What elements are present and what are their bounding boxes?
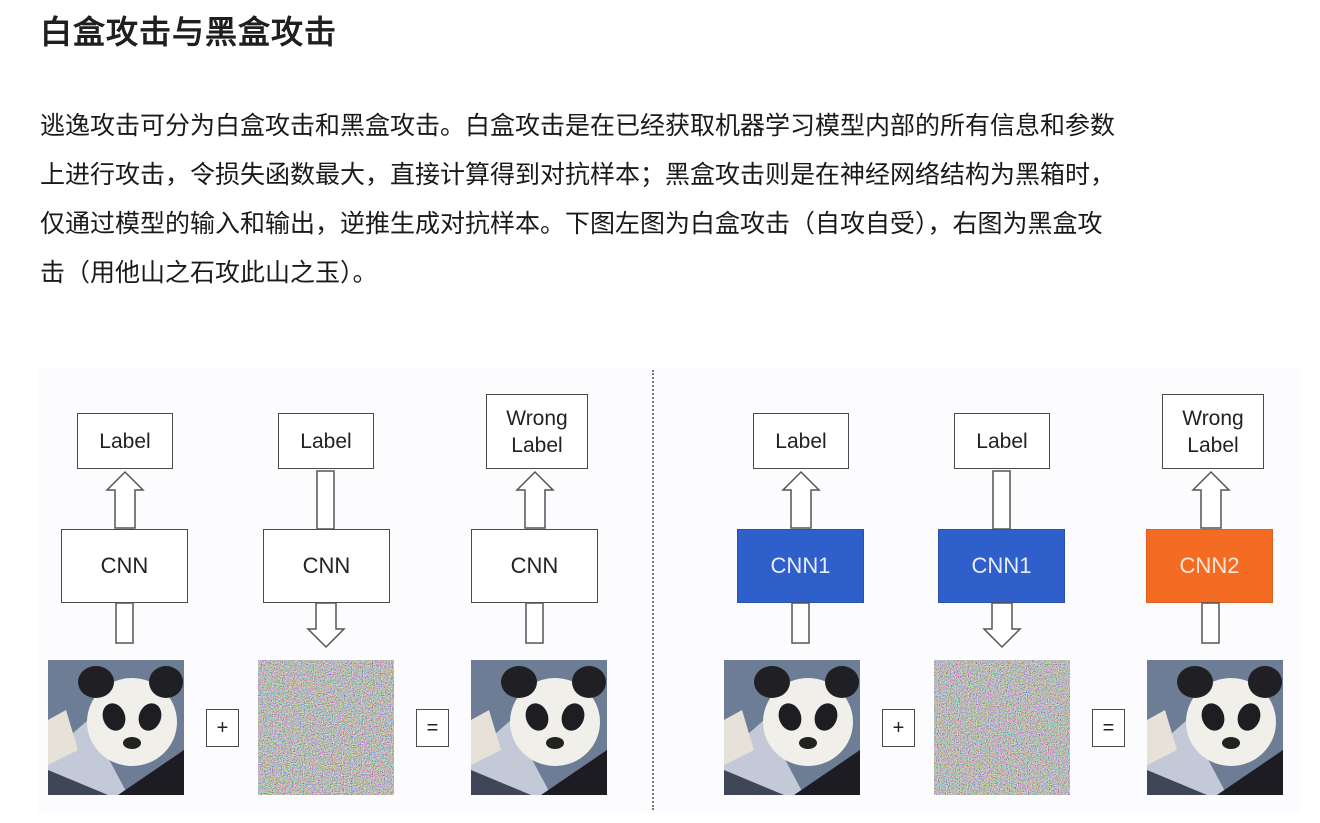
panda-image: [471, 660, 607, 795]
plus-operator: +: [882, 709, 915, 747]
label-box: Label: [954, 413, 1050, 469]
label-text: Label: [976, 429, 1028, 453]
diagram-divider: [652, 370, 654, 810]
model-label: CNN: [510, 553, 559, 578]
shaft-icon: [992, 470, 1011, 530]
panda-image: [48, 660, 184, 795]
down-arrow-icon: [306, 602, 346, 649]
shaft-icon: [115, 602, 134, 644]
operator-symbol: +: [216, 716, 229, 739]
shaft-icon: [316, 470, 335, 530]
noise-icon: [258, 660, 394, 795]
wrong-label-box: Wrong Label: [486, 394, 588, 469]
up-arrow-icon: [515, 470, 555, 529]
wrong-label-box: Wrong Label: [1162, 394, 1264, 469]
attack-diagram: [38, 367, 1300, 813]
label-text: Wrong Label: [506, 406, 568, 457]
operator-symbol: +: [892, 716, 905, 739]
up-arrow-icon: [105, 470, 145, 529]
panda-icon: [471, 660, 607, 795]
cnn-box: CNN: [61, 529, 188, 603]
up-arrow-icon: [1191, 470, 1231, 529]
paragraph-line: 上进行攻击，令损失函数最大，直接计算得到对抗样本；黑盒攻击则是在神经网络结构为黑…: [40, 160, 1116, 189]
cnn2-box: CNN2: [1146, 529, 1273, 603]
panda-image: [1147, 660, 1283, 795]
panda-icon: [724, 660, 860, 795]
plus-operator: +: [206, 709, 239, 747]
panda-icon: [1147, 660, 1283, 795]
panda-icon: [48, 660, 184, 795]
label-text: Label: [300, 429, 352, 453]
noise-icon: [934, 660, 1070, 795]
cnn-box: CNN: [471, 529, 598, 603]
cnn-box: CNN: [263, 529, 390, 603]
cnn1-box: CNN1: [938, 529, 1065, 603]
noise-image: [258, 660, 394, 795]
model-label: CNN: [302, 553, 351, 578]
equals-operator: =: [416, 709, 449, 747]
model-label: CNN: [100, 553, 149, 578]
operator-symbol: =: [426, 716, 439, 739]
label-box: Label: [77, 413, 173, 469]
up-arrow-icon: [781, 470, 821, 529]
shaft-icon: [525, 602, 544, 644]
page-title: 白盒攻击与黑盒攻击: [40, 13, 338, 51]
shaft-icon: [791, 602, 810, 644]
description-paragraph: 逃逸攻击可分为白盒攻击和黑盒攻击。白盒攻击是在已经获取机器学习模型内部的所有信息…: [40, 101, 1308, 297]
model-label: CNN1: [770, 553, 831, 578]
label-box: Label: [278, 413, 374, 469]
operator-symbol: =: [1102, 716, 1115, 739]
label-text: Label: [775, 429, 827, 453]
cnn1-box: CNN1: [737, 529, 864, 603]
down-arrow-icon: [982, 602, 1022, 649]
panda-image: [724, 660, 860, 795]
label-text: Label: [99, 429, 151, 453]
model-label: CNN2: [1179, 553, 1240, 578]
paragraph-line: 逃逸攻击可分为白盒攻击和黑盒攻击。白盒攻击是在已经获取机器学习模型内部的所有信息…: [40, 111, 1116, 140]
paragraph-line: 击（用他山之石攻此山之玉）。: [40, 258, 378, 287]
equals-operator: =: [1092, 709, 1125, 747]
paragraph-line: 仅通过模型的输入和输出，逆推生成对抗样本。下图左图为白盒攻击（自攻自受），右图为…: [40, 209, 1103, 238]
label-box: Label: [753, 413, 849, 469]
label-text: Wrong Label: [1182, 406, 1244, 457]
noise-image: [934, 660, 1070, 795]
shaft-icon: [1201, 602, 1220, 644]
model-label: CNN1: [971, 553, 1032, 578]
